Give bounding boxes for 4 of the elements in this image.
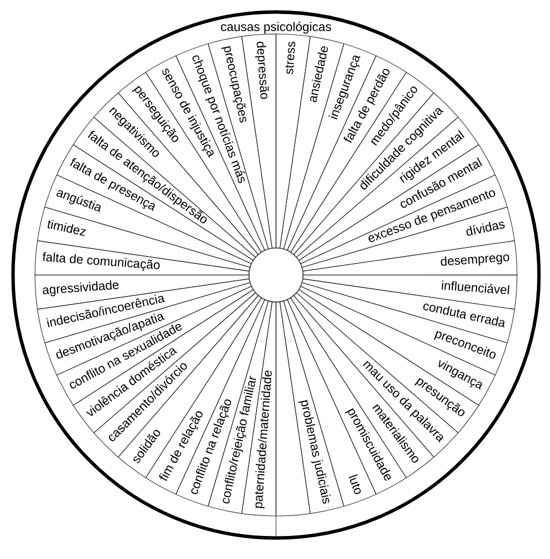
wheel-segment: problemas judiciais: [280, 300, 344, 514]
wheel-segment: falta de comunicação: [34, 240, 250, 276]
wheel-segment: stress: [276, 34, 311, 249]
title: causas psicológicas: [220, 22, 332, 34]
